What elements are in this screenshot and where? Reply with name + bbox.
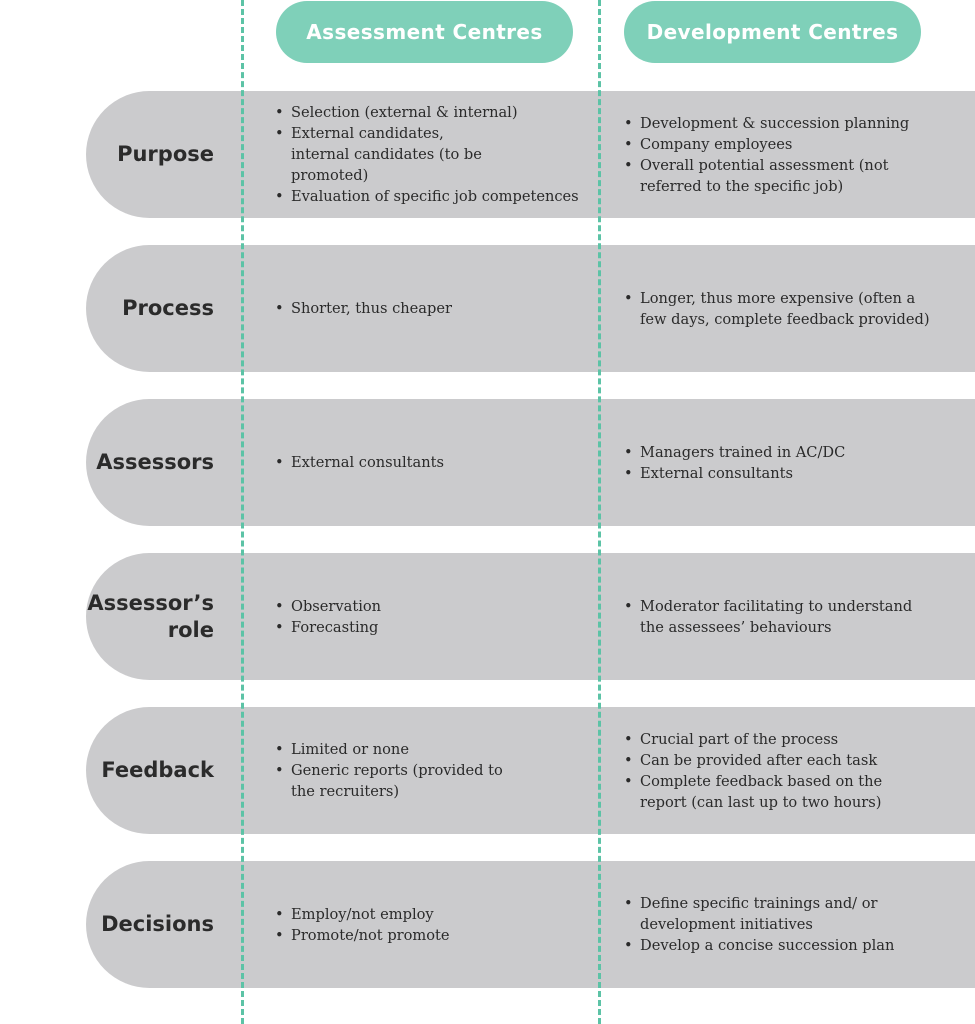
- list-item: Observation: [274, 596, 381, 617]
- list-item: Forecasting: [274, 617, 381, 638]
- list-item: Development & succession planning: [623, 113, 909, 134]
- row-label: Assessors: [96, 450, 214, 474]
- bullet-list: Employ/not employ Promote/not promote: [274, 904, 450, 946]
- assessment-divider-line: [241, 0, 244, 1024]
- assessment-cell: Employ/not employ Promote/not promote: [274, 861, 604, 988]
- list-item: Company employees: [623, 134, 909, 155]
- row-decisions: Decisions Employ/not employ Promote/not …: [86, 861, 975, 988]
- row-label: Decisions: [101, 912, 214, 936]
- row-label: Feedback: [101, 758, 214, 782]
- development-cell: Longer, thus more expensive (often a few…: [623, 245, 967, 372]
- bullet-list: Moderator facilitating to understand the…: [623, 596, 940, 638]
- list-item: Promote/not promote: [274, 925, 450, 946]
- list-item: Selection (external & internal): [274, 102, 579, 123]
- list-item: Moderator facilitating to understand the…: [623, 596, 940, 638]
- list-item: Generic reports (provided to the recruit…: [274, 760, 506, 802]
- bullet-list: Managers trained in AC/DC External consu…: [623, 442, 845, 484]
- assessment-centres-header: Assessment Centres: [276, 1, 573, 63]
- development-divider-line: [598, 0, 601, 1024]
- bullet-list: Selection (external & internal) External…: [274, 102, 579, 207]
- list-item: Can be provided after each task: [623, 750, 902, 771]
- assessment-cell: Observation Forecasting: [274, 553, 604, 680]
- list-item: Evaluation of specific job competences: [274, 186, 579, 207]
- row-label: Process: [122, 296, 214, 320]
- bullet-list: Limited or none Generic reports (provide…: [274, 739, 506, 802]
- row-purpose: Purpose Selection (external & internal) …: [86, 91, 975, 218]
- assessment-cell: Shorter, thus cheaper: [274, 245, 604, 372]
- assessment-cell: External consultants: [274, 399, 604, 526]
- list-item: Crucial part of the process: [623, 729, 902, 750]
- bullet-list: Development & succession planning Compan…: [623, 113, 909, 197]
- bullet-list: Longer, thus more expensive (often a few…: [623, 288, 940, 330]
- row-label: Assessor’s role: [87, 590, 214, 642]
- bullet-list: Shorter, thus cheaper: [274, 298, 452, 319]
- assessment-cell: Selection (external & internal) External…: [274, 91, 604, 218]
- list-item: Employ/not employ: [274, 904, 450, 925]
- bullet-list: Observation Forecasting: [274, 596, 381, 638]
- list-item: Define specific trainings and/ or develo…: [623, 893, 890, 935]
- row-label: Purpose: [117, 142, 214, 166]
- bullet-list: External consultants: [274, 452, 444, 473]
- list-item: Managers trained in AC/DC: [623, 442, 845, 463]
- development-cell: Moderator facilitating to understand the…: [623, 553, 967, 680]
- development-cell: Crucial part of the process Can be provi…: [623, 707, 967, 834]
- row-feedback: Feedback Limited or none Generic reports…: [86, 707, 975, 834]
- list-item: Complete feedback based on the report (c…: [623, 771, 902, 813]
- bullet-list: Crucial part of the process Can be provi…: [623, 729, 902, 813]
- list-item: Overall potential assessment (not referr…: [623, 155, 902, 197]
- bullet-list: Define specific trainings and/ or develo…: [623, 893, 894, 956]
- list-item: Shorter, thus cheaper: [274, 298, 452, 319]
- assessment-cell: Limited or none Generic reports (provide…: [274, 707, 604, 834]
- development-centres-header: Development Centres: [624, 1, 921, 63]
- row-process: Process Shorter, thus cheaper Longer, th…: [86, 245, 975, 372]
- list-item: Limited or none: [274, 739, 506, 760]
- row-assessors: Assessors External consultants Managers …: [86, 399, 975, 526]
- list-item: External consultants: [274, 452, 444, 473]
- list-item: Develop a concise succession plan: [623, 935, 894, 956]
- list-item: External candidates, internal candidates…: [274, 123, 506, 186]
- list-item: External consultants: [623, 463, 845, 484]
- development-cell: Development & succession planning Compan…: [623, 91, 967, 218]
- row-assessors-role: Assessor’s role Observation Forecasting …: [86, 553, 975, 680]
- list-item: Longer, thus more expensive (often a few…: [623, 288, 940, 330]
- development-cell: Define specific trainings and/ or develo…: [623, 861, 967, 988]
- development-cell: Managers trained in AC/DC External consu…: [623, 399, 967, 526]
